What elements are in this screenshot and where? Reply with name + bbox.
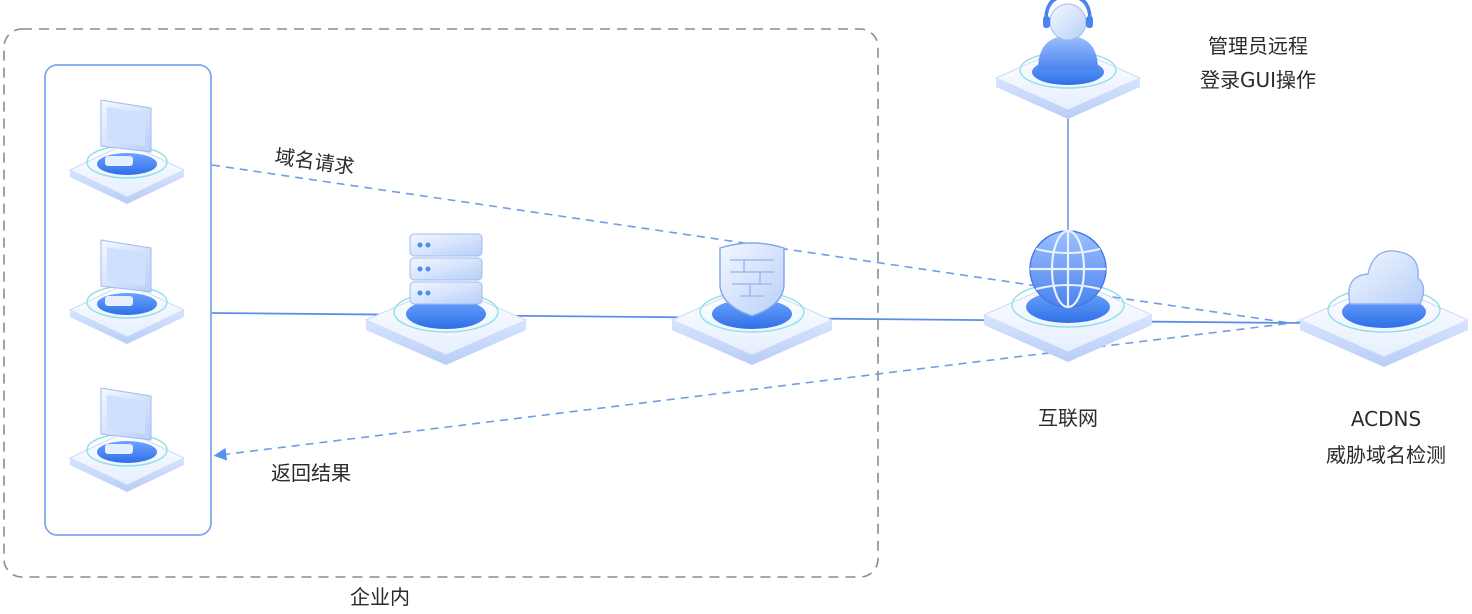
admin-headset-icon [994,0,1142,119]
admin-label-line2: 登录GUI操作 [1199,68,1317,92]
computer-icon [68,99,186,204]
cloud-icon [1298,250,1470,367]
enterprise-boundary [3,28,879,578]
acdns-label-line2: 威胁域名检测 [1326,443,1446,467]
acdns-label-line1: ACDNS [1350,407,1422,431]
globe-icon [982,229,1154,362]
return-result-label: 返回结果 [271,461,351,485]
admin-label-line1: 管理员远程 [1208,34,1308,58]
firewall-shield-icon [670,242,834,365]
enterprise-label: 企业内 [350,585,410,609]
computer-icon [68,239,186,344]
internet-label: 互联网 [1038,406,1098,430]
computer-icon [68,387,186,492]
server-icon [364,233,528,365]
